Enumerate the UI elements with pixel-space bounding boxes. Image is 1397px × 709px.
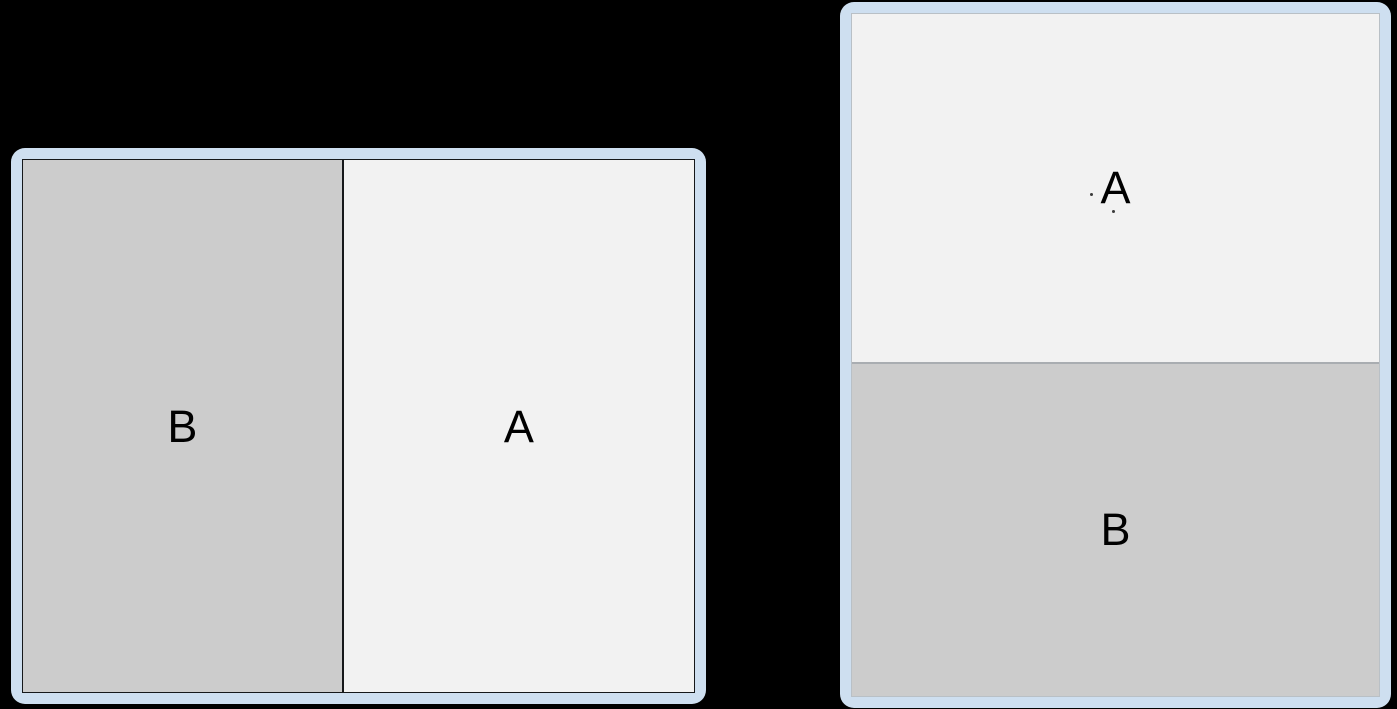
right-window-region-b[interactable]: B [852,363,1379,696]
left-window[interactable]: B A [11,148,706,704]
left-window-region-b-label: B [167,400,198,452]
left-window-content: B A [22,159,695,693]
left-window-region-a-label: A [503,400,534,452]
right-window-region-b-label: B [1100,504,1131,556]
left-window-region-a[interactable]: A [343,160,694,692]
right-window-region-a-label: A [1100,162,1131,214]
left-window-region-b[interactable]: B [23,160,344,692]
right-window-content: A B [851,13,1380,697]
right-window[interactable]: A B [840,2,1391,708]
right-window-region-a[interactable]: A [852,14,1379,364]
